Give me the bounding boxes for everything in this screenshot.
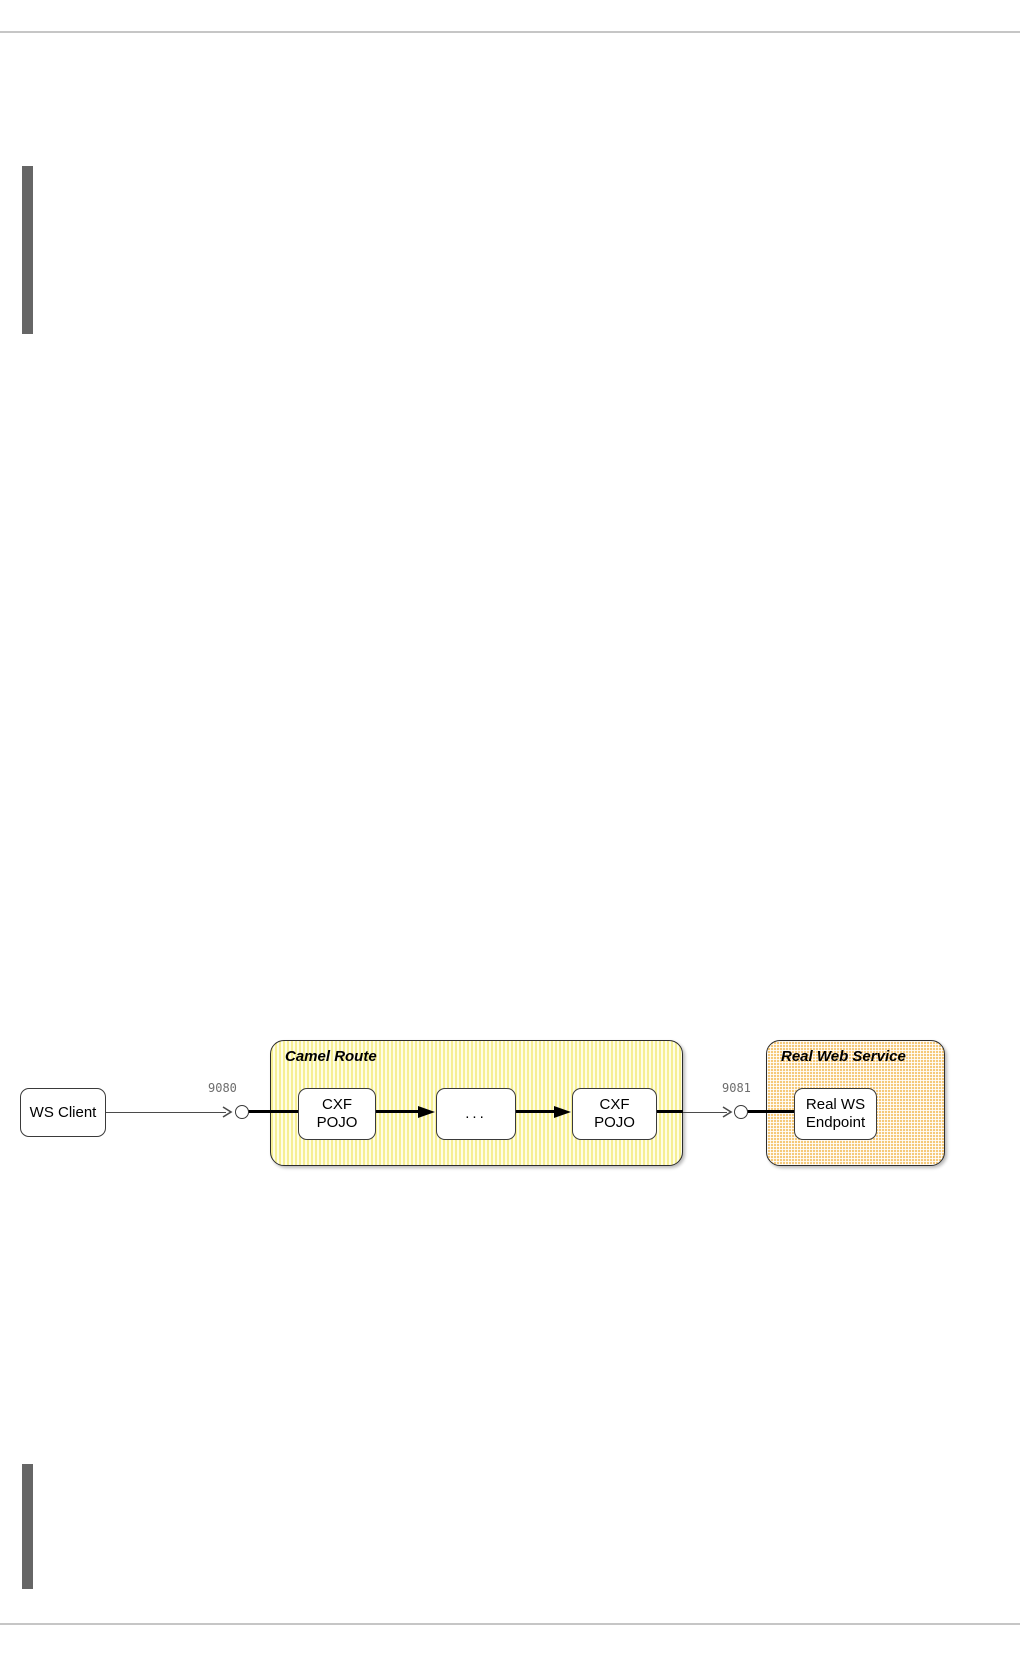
arrowhead-filled-ellipsis-to-cxf-out [554, 1105, 571, 1119]
connector-client-to-port-9080 [106, 1112, 226, 1114]
arrowhead-open-inbound [222, 1106, 234, 1118]
page-bottom-rule [0, 1623, 1020, 1625]
margin-marker-lower [22, 1464, 33, 1589]
group-camel-route-label: Camel Route [285, 1048, 377, 1065]
node-cxf-pojo-out-label: CXF POJO [594, 1096, 635, 1131]
architecture-diagram: WS Client 9080 Camel Route CXF POJO ... … [0, 1030, 1020, 1180]
port-circle-9081[interactable] [734, 1105, 748, 1119]
connector-ellipsis-to-cxf-out [516, 1110, 558, 1114]
connector-port-9081-to-endpoint [747, 1110, 795, 1114]
node-ws-client-label: WS Client [29, 1103, 97, 1121]
margin-marker-upper [22, 166, 33, 334]
connector-cxf-out-to-route-edge [657, 1110, 683, 1114]
port-circle-9080[interactable] [235, 1105, 249, 1119]
port-label-9080: 9080 [208, 1081, 237, 1095]
page-top-rule [0, 31, 1020, 33]
group-real-web-service-label: Real Web Service [781, 1048, 906, 1065]
arrowhead-filled-cxf-in-to-ellipsis [418, 1105, 435, 1119]
node-cxf-pojo-in-label: CXF POJO [316, 1096, 358, 1131]
connector-route-to-port-9081 [683, 1112, 727, 1114]
connector-port-9080-to-camel-route [248, 1110, 299, 1114]
port-label-9081: 9081 [722, 1081, 751, 1095]
node-real-ws-endpoint-label: Real WS Endpoint [805, 1096, 866, 1131]
node-ellipsis[interactable]: ... [436, 1088, 516, 1140]
connector-cxf-in-to-ellipsis [376, 1110, 422, 1114]
node-cxf-pojo-in[interactable]: CXF POJO [298, 1088, 376, 1140]
node-ws-client[interactable]: WS Client [20, 1088, 106, 1137]
node-cxf-pojo-out[interactable]: CXF POJO [572, 1088, 657, 1140]
node-ellipsis-label: ... [465, 1105, 487, 1122]
node-real-ws-endpoint[interactable]: Real WS Endpoint [794, 1088, 877, 1140]
arrowhead-open-outbound [722, 1106, 734, 1118]
